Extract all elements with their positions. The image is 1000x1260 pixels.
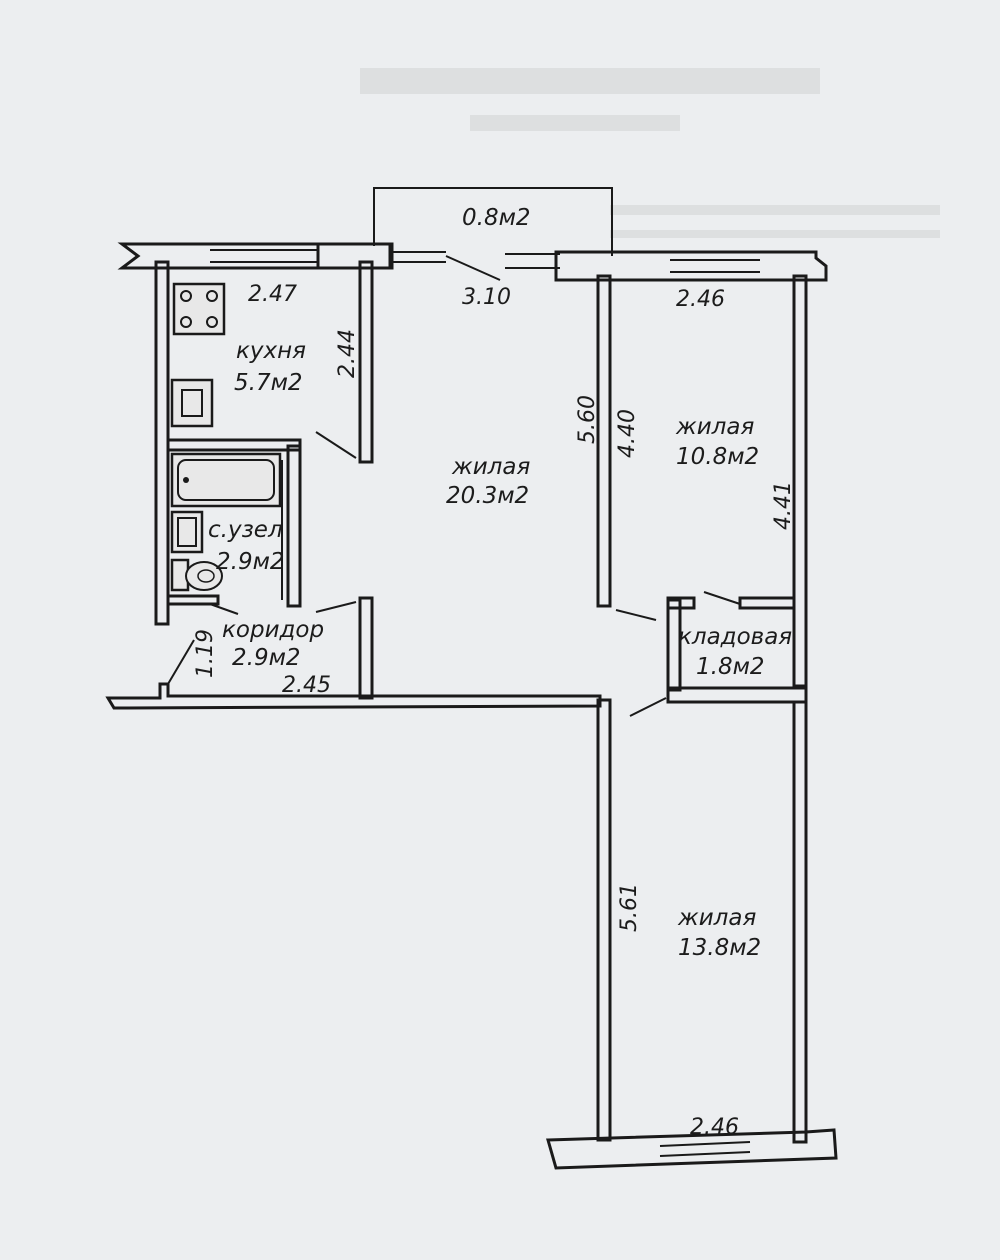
interior-walls — [166, 260, 808, 1142]
corridor-name: коридор — [222, 617, 324, 643]
sink-icon — [170, 378, 214, 428]
bathroom-area: 2.9м2 — [216, 549, 285, 575]
kitchen-width-dim: 2.47 — [248, 282, 297, 307]
living2-area: 10.8м2 — [676, 444, 759, 470]
living1-depth-dim: 5.60 — [575, 395, 600, 444]
bathroom-name: с.узел — [208, 517, 283, 543]
toilet-icon — [170, 558, 223, 592]
living1-name: жилая — [451, 454, 530, 480]
living1-width-dim: 3.10 — [462, 285, 511, 310]
living3-name: жилая — [677, 905, 756, 931]
corridor-area: 2.9м2 — [232, 645, 301, 671]
living2-depth-dim: 4.41 — [771, 481, 796, 530]
bathtub-icon — [170, 452, 282, 508]
storage-area: 1.8м2 — [696, 654, 765, 680]
living3-width-dim: 2.46 — [690, 1115, 739, 1140]
corridor-width-dim: 1.19 — [193, 629, 218, 678]
stove-icon — [172, 282, 226, 336]
washbasin-icon — [170, 510, 204, 554]
storage-name: кладовая — [678, 624, 792, 650]
kitchen-name: кухня — [236, 338, 306, 364]
living1-area: 20.3м2 — [446, 483, 529, 509]
kitchen-depth-dim: 2.44 — [335, 329, 360, 378]
living3-area: 13.8м2 — [678, 935, 761, 961]
balcony-area: 0.8м2 — [462, 205, 531, 231]
kitchen-area: 5.7м2 — [234, 370, 303, 396]
living2-width-dim: 2.46 — [676, 287, 725, 312]
corridor-length-dim: 2.45 — [282, 673, 331, 698]
living2-depth-inner-dim: 4.40 — [615, 409, 640, 458]
outer-walls — [105, 242, 838, 1170]
background-print — [360, 68, 940, 238]
living3-depth-dim: 5.61 — [617, 883, 642, 932]
living2-name: жилая — [675, 414, 754, 440]
balcony — [373, 187, 613, 256]
